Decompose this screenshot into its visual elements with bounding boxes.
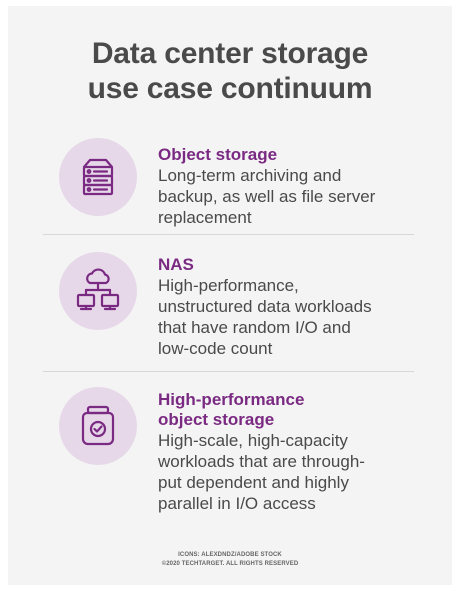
desc-line: workloads that are through- (158, 452, 365, 471)
credits: ICONS: ALEXDNDZ/ADOBE STOCK ©2020 TECHTA… (8, 551, 452, 569)
label-line: object storage (158, 410, 275, 429)
title-line-2: use case continuum (87, 72, 373, 105)
desc-line: Long-term archiving and (158, 166, 342, 185)
divider (43, 234, 414, 235)
copyright: ©2020 TECHTARGET. ALL RIGHTS RESERVED (161, 561, 299, 567)
desc-line: parallel in I/O access (158, 494, 316, 513)
desc-line: backup, as well as file server (158, 187, 376, 206)
desc-line: unstructured data workloads (158, 297, 372, 316)
use-case-label: NAS (158, 255, 438, 275)
desc-line: that have random I/O and (158, 318, 351, 337)
cloud-network-icon (59, 252, 137, 330)
label-line: High-performance (158, 390, 305, 409)
desc-line: replacement (158, 208, 252, 227)
use-case-description: High-performance, unstructured data work… (158, 275, 438, 359)
use-case-text: NAS High-performance, unstructured data … (158, 255, 438, 359)
use-case-text: Object storage Long-term archiving and b… (158, 145, 438, 228)
label-line: NAS (158, 255, 194, 274)
icon-credit: ICONS: ALEXDNDZ/ADOBE STOCK (178, 552, 282, 558)
server-rack-icon (59, 138, 137, 216)
desc-line: put dependent and highly (158, 473, 349, 492)
use-case-label: Object storage (158, 145, 438, 165)
page-title: Data center storage use case continuum (8, 36, 452, 106)
divider (43, 371, 414, 372)
label-line: Object storage (158, 145, 278, 164)
use-case-description: High-scale, high-capacity workloads that… (158, 430, 438, 514)
use-case-text: High-performance object storage High-sca… (158, 390, 438, 514)
infographic-card: Data center storage use case continuum O… (8, 6, 452, 585)
desc-line: High-scale, high-capacity (158, 431, 348, 450)
use-case-label: High-performance object storage (158, 390, 438, 430)
use-case-description: Long-term archiving and backup, as well … (158, 165, 438, 228)
storage-jar-check-icon (59, 387, 137, 465)
desc-line: low-code count (158, 339, 273, 358)
title-line-1: Data center storage (91, 37, 369, 70)
desc-line: High-performance, (158, 276, 299, 295)
